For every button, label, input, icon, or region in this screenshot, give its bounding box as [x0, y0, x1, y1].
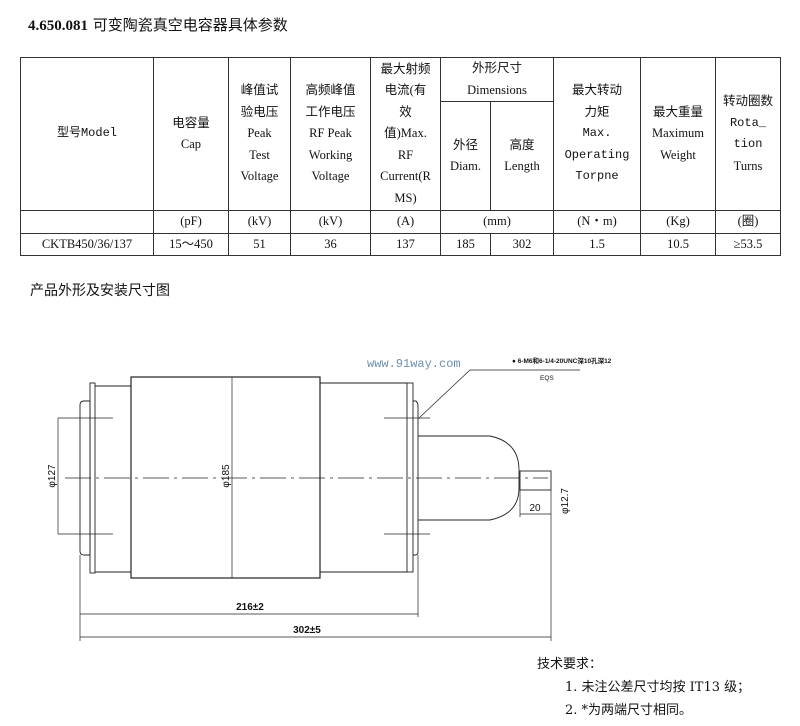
dim-phi185: φ185	[221, 464, 232, 488]
cell-diam: 185	[440, 232, 491, 256]
cell-weight: 10.5	[640, 232, 716, 256]
requirements-heading: 技术要求：	[537, 657, 603, 672]
technical-requirements: 技术要求： 1. 未注公差尺寸均按 IT13 级； 2. *为两端尺寸相同。	[537, 653, 750, 722]
dim-302: 302±5	[293, 625, 321, 636]
dim-phi12-7: φ12.7	[560, 488, 571, 514]
header-model: 型号Model	[20, 57, 154, 211]
cell-length: 302	[490, 232, 554, 256]
requirement-item: 1. 未注公差尺寸均按 IT13 级；	[565, 680, 751, 695]
title-text: 可变陶瓷真空电容器具体参数	[92, 16, 288, 34]
unit-cell: (pF)	[153, 210, 229, 234]
cell-turns: ≥53.5	[715, 232, 781, 256]
unit-cell: (圈)	[715, 210, 781, 234]
dimension-lines	[57, 369, 580, 641]
watermark: www.91way.com	[367, 357, 461, 371]
cell-cap: 15～450	[153, 232, 229, 256]
table-row: CKTB450/36/137 15～450 51 36 137 185 302 …	[20, 232, 781, 256]
unit-cell: (N・m)	[553, 210, 641, 234]
dim-20: 20	[529, 503, 541, 514]
section-title: 产品外形及安装尺寸图	[30, 283, 170, 299]
document-title: 4.650.081 可变陶瓷真空电容器具体参数	[28, 14, 288, 35]
requirement-item: 2. *为两端尺寸相同。	[565, 703, 693, 718]
cell-torque: 1.5	[553, 232, 641, 256]
capacitor-outline	[79, 376, 552, 579]
note-line-1: ● 6-M6和6-1/4-20UNC深10孔深12	[512, 356, 612, 365]
cell-model: CKTB450/36/137	[20, 232, 154, 256]
unit-cell: (Kg)	[640, 210, 716, 234]
dim-216: 216±2	[236, 602, 264, 613]
unit-cell: (mm)	[440, 210, 554, 234]
dim-phi127: φ127	[47, 464, 58, 488]
note-line-2: EQS	[540, 375, 554, 382]
unit-cell: (kV)	[290, 210, 371, 234]
cell-rf-current: 137	[370, 232, 441, 256]
units-row: (pF) (kV) (kV) (A) (mm) (N・m) (Kg) (圈)	[20, 210, 781, 234]
unit-cell: (A)	[370, 210, 441, 234]
part-code: 4.650.081	[28, 18, 88, 34]
